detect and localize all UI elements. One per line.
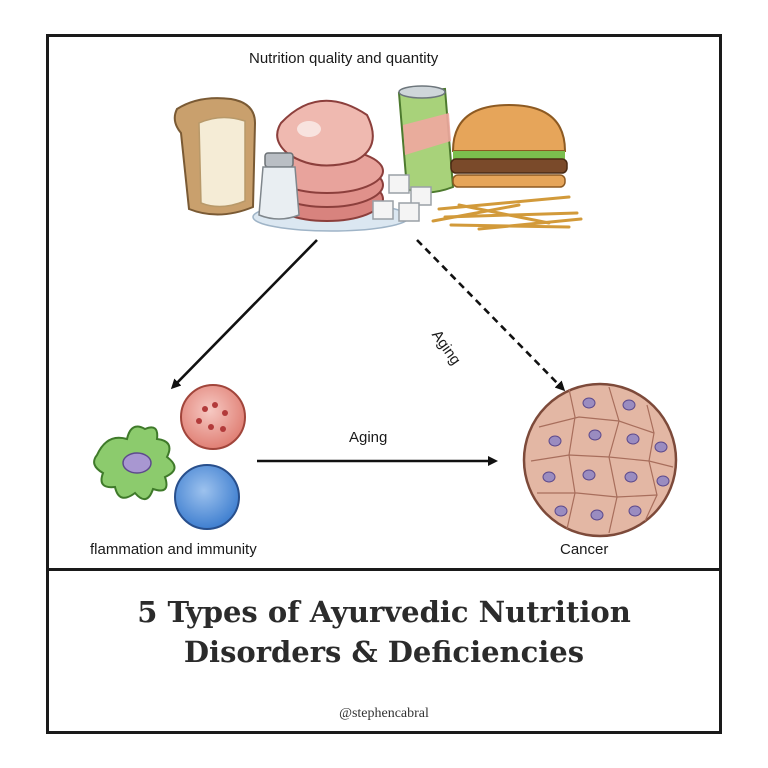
dendritic-cell-icon <box>93 425 176 500</box>
diagram-svg <box>93 85 678 538</box>
blue-cell-icon <box>174 464 240 530</box>
immune-cells-illustration <box>93 384 246 530</box>
salt-shaker-icon <box>258 152 300 220</box>
arrow-dashed-to-cancer <box>416 239 566 392</box>
ham-icon <box>252 99 410 232</box>
arrow-to-inflammation <box>170 239 318 390</box>
burger-icon <box>450 103 568 188</box>
inflammation-label: flammation and immunity <box>90 541 257 558</box>
cancer-label: Cancer <box>560 541 609 558</box>
page-title: 5 Types of Ayurvedic Nutrition Disorders… <box>49 592 719 672</box>
diagram-area: Nutrition quality and quantity Aging Agi… <box>49 37 719 568</box>
cancer-tumor-icon <box>522 382 678 538</box>
aging-label-horizontal: Aging <box>349 429 388 446</box>
sugar-cubes-icon <box>372 174 432 222</box>
title-line-1: 5 Types of Ayurvedic Nutrition <box>137 595 631 629</box>
nutrition-label: Nutrition quality and quantity <box>249 50 439 67</box>
frame-divider <box>46 568 722 571</box>
bread-icon <box>173 97 257 216</box>
food-illustration <box>173 85 583 232</box>
fries-icon <box>431 195 583 231</box>
red-cell-icon <box>180 384 246 450</box>
title-line-2: Disorders & Deficiencies <box>183 635 585 669</box>
author-handle: @stephencabral <box>339 706 429 721</box>
